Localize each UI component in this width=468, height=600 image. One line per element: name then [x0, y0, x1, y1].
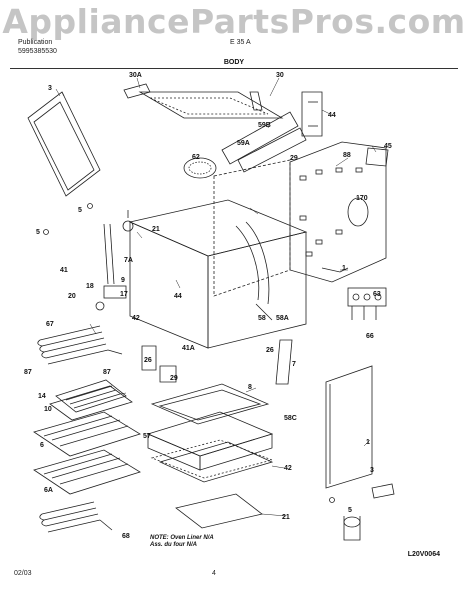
callout-30a: 30A: [129, 72, 142, 79]
diagram-code: L20V0064: [407, 551, 440, 558]
callout-8: 8: [248, 384, 252, 391]
section-title: BODY: [223, 59, 245, 66]
callout-42: 42: [284, 465, 292, 472]
callout-57: 45: [384, 143, 392, 150]
callout-68-right: 87: [103, 369, 111, 376]
publication-number: 5995385530: [18, 48, 57, 55]
publication-label: Publication: [18, 39, 53, 46]
small-parts: [43, 203, 395, 541]
vent-part: [183, 111, 307, 179]
callout-17: 20: [68, 293, 76, 300]
callout-3-lower: 3: [370, 467, 374, 474]
callout-6: 6: [40, 442, 44, 449]
callout-25: 21: [282, 514, 290, 521]
footer-page-number: 4: [212, 570, 216, 577]
callout-9: 10: [44, 406, 52, 413]
callout-1: 1: [366, 439, 370, 446]
bracket-part: [301, 91, 323, 137]
callout-37: 41: [60, 267, 68, 274]
broil-element-part: [37, 325, 123, 365]
callout-59b: 62: [192, 154, 200, 161]
side-panel-part: [27, 91, 101, 197]
callout-29: 29: [290, 155, 298, 162]
back-panel-part: [289, 141, 389, 283]
drawer-part: [146, 383, 274, 529]
callout-15: 17: [120, 291, 128, 298]
callout-5: 5: [78, 207, 82, 214]
callout-10: 14: [38, 393, 46, 400]
callout-68: 87: [24, 369, 32, 376]
callout-59a: 59B: [258, 122, 271, 129]
footer-date: 02/03: [14, 570, 32, 577]
broiler-pan-part: [49, 379, 133, 421]
callout-58b: 58A: [276, 315, 289, 322]
callout-6a: 6A: [44, 487, 53, 494]
bake-element-part: [39, 501, 113, 533]
callout-5-lower: 5: [36, 229, 40, 236]
callout-66: 67: [46, 321, 54, 328]
leader-lines: [55, 77, 377, 517]
oven-liner-note: NOTE: Oven Liner N/A Ass. du four N/A: [150, 535, 214, 549]
callout-87: 170: [356, 195, 368, 202]
door-panel-part: [325, 365, 373, 489]
callout-44: 44: [174, 293, 182, 300]
callout-63: 66: [366, 333, 374, 340]
callout-41a: 42: [132, 315, 140, 322]
callout-3: 3: [48, 85, 52, 92]
callout-18: 21: [152, 226, 160, 233]
callout-5-right: 5: [348, 507, 352, 514]
callout-30: 30: [276, 72, 284, 79]
callout-26: 26: [266, 347, 274, 354]
model-number: E 35 A: [230, 39, 251, 46]
callout-labels: 3 30A 30 44 59B 59A 62 29 88 45 170 5 5 …: [24, 72, 392, 540]
callout-1-back: 1: [342, 265, 346, 272]
callout-41: 41A: [182, 345, 195, 352]
callout-67: 68: [122, 533, 130, 540]
callout-7: 7: [292, 361, 296, 368]
callout-58a: 58: [258, 315, 266, 322]
callout-16: 18: [86, 283, 94, 290]
callout-58: 57: [143, 433, 151, 440]
callout-59: 59A: [237, 140, 250, 147]
callout-45: 44: [328, 112, 336, 119]
callout-21: 29: [170, 375, 178, 382]
callout-62: 63: [373, 291, 381, 298]
note-line-1: NOTE: Oven Liner N/A: [150, 535, 214, 541]
callout-7a: 7A: [124, 257, 133, 264]
oven-rack-part: [33, 411, 141, 495]
oven-cavity-part: [128, 159, 308, 349]
callout-71: 88: [343, 152, 351, 159]
header-rule: [10, 68, 458, 69]
callout-14: 9: [121, 277, 125, 284]
top-rear-panel-part: [123, 83, 284, 119]
callout-20: 26: [144, 357, 152, 364]
callout-58c: 58C: [284, 415, 297, 422]
note-line-2: Ass. du four N/A: [150, 542, 198, 548]
